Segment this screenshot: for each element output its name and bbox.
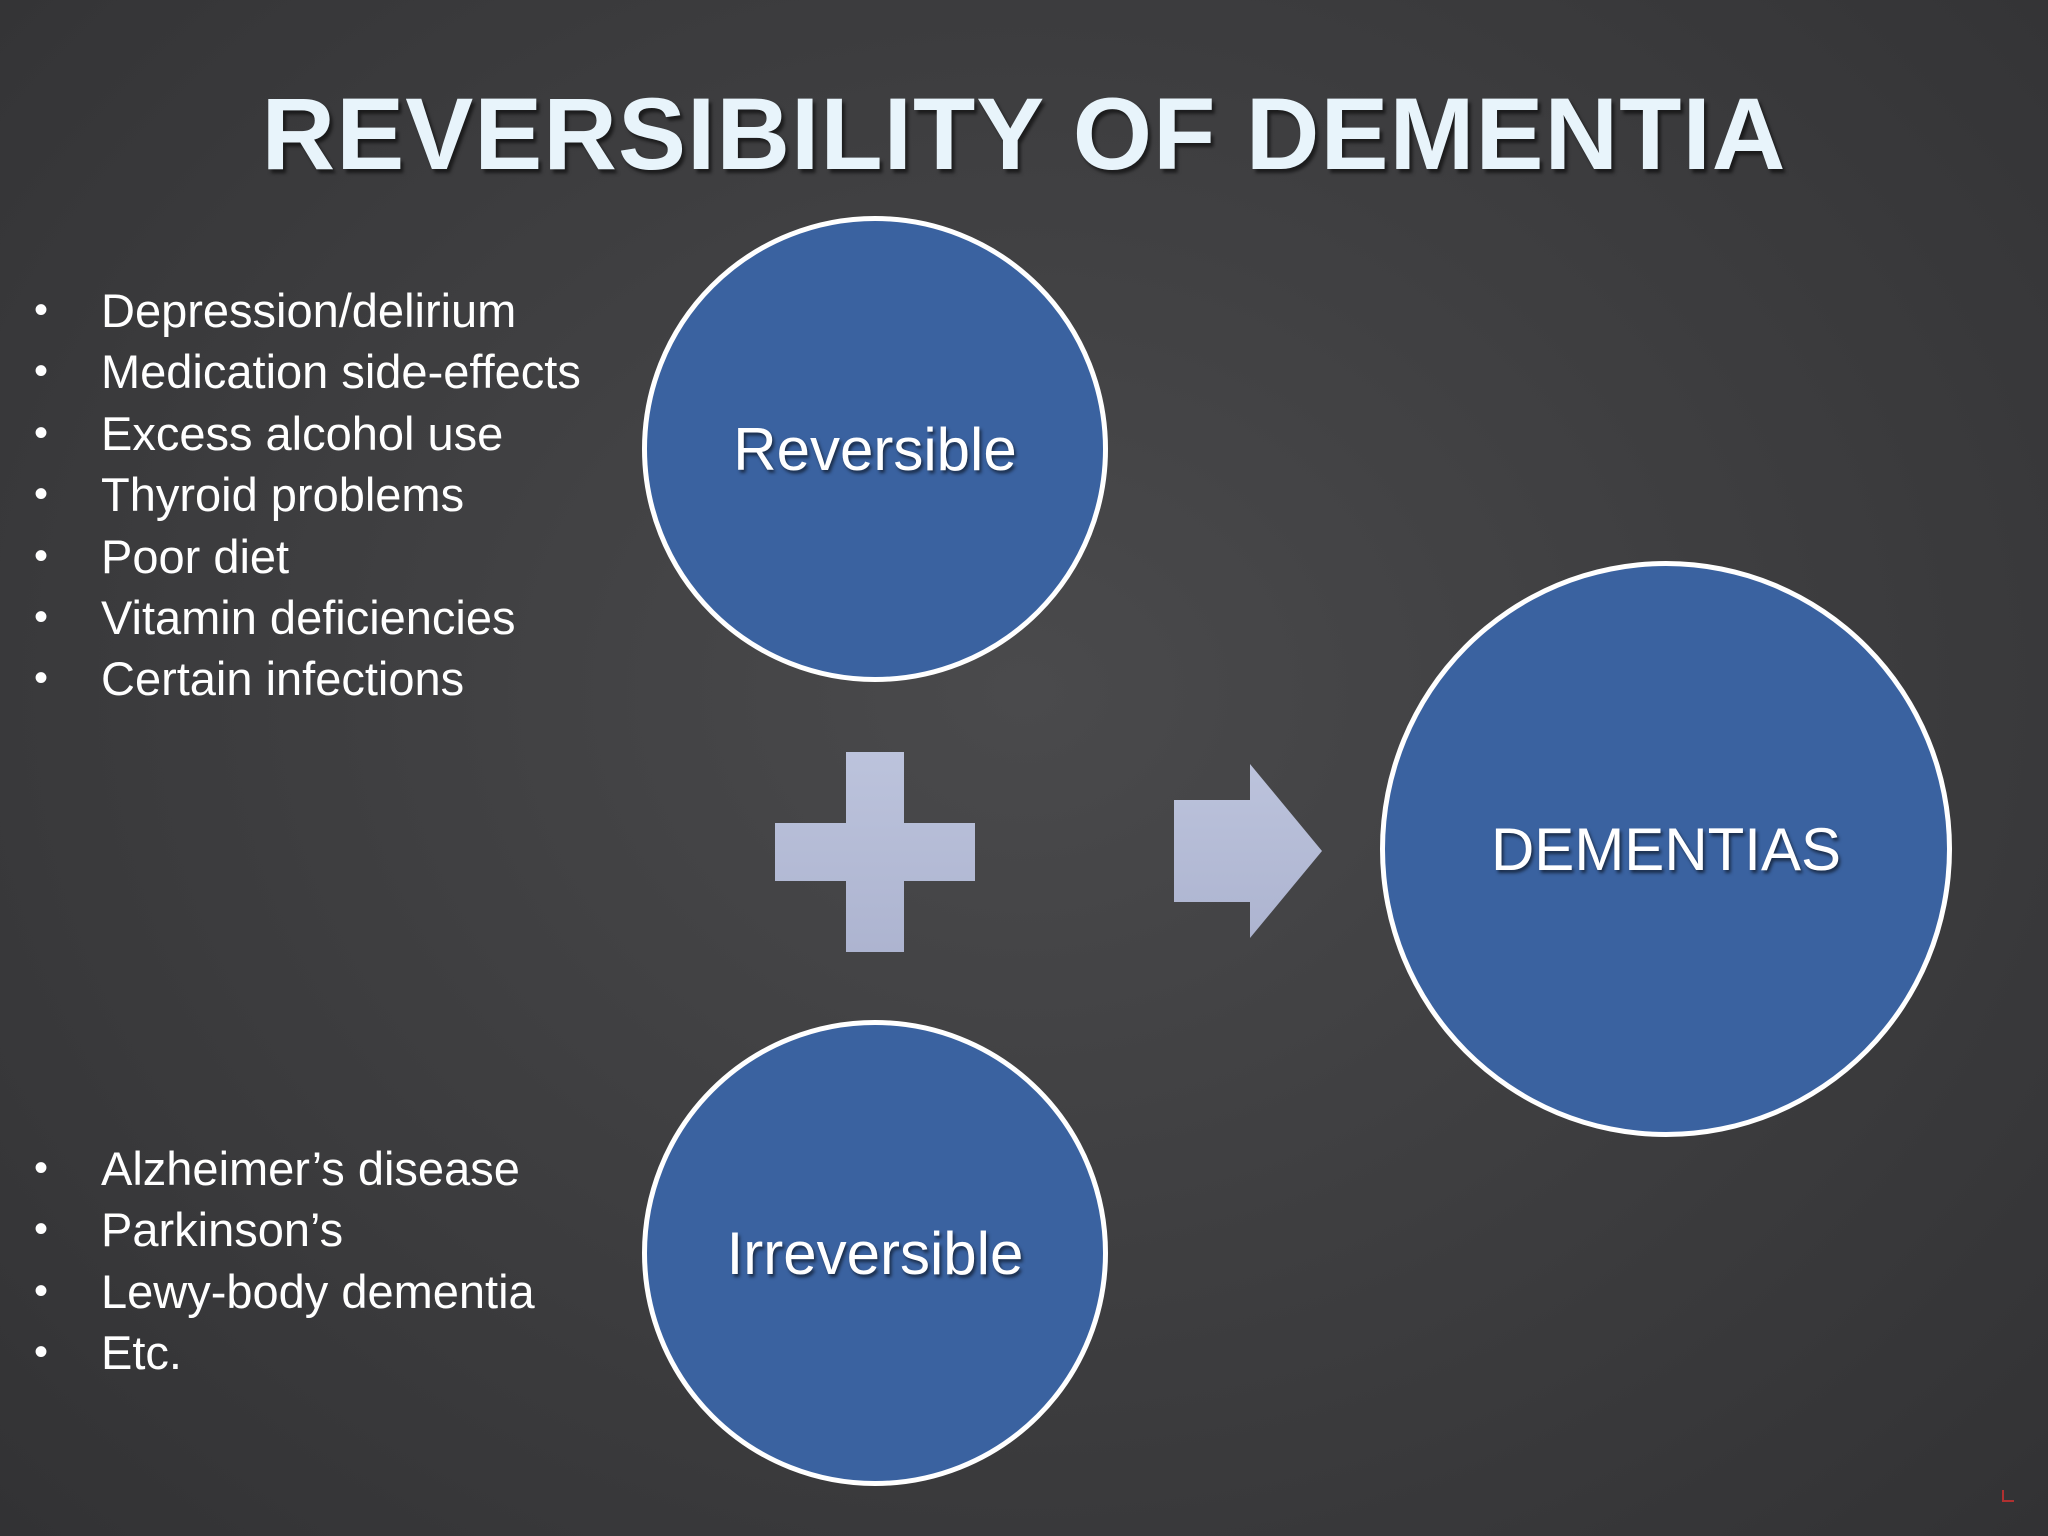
dementias-node-label: DEMENTIAS [1490,815,1842,883]
bullet-icon: • [34,288,49,332]
list-item: • Vitamin deficiencies [0,587,601,648]
bullet-icon: • [34,472,49,517]
bullet-icon: • [34,349,49,394]
list-item-label: Excess alcohol use [101,406,504,460]
irreversible-causes-list: • Alzheimer’s disease • Parkinson’s • Lewy-… [0,1138,620,1384]
reversible-node-label: Reversible [733,415,1017,483]
list-item-label: Certain infections [101,652,465,706]
list-item: • Lewy-body dementia [0,1261,621,1322]
list-item: • Alzheimer’s disease [0,1138,621,1199]
list-item-label: Depression/delirium [101,284,517,337]
irreversible-node-label: Irreversible [726,1219,1024,1287]
bullet-icon: • [34,1330,49,1375]
list-item: • Parkinson’s [0,1199,621,1260]
plus-icon [775,752,975,952]
reversible-causes-list: • Depression/delirium • Medication side-ef… [0,280,620,710]
list-item: • Thyroid problems [0,464,601,525]
list-item: • Etc. [0,1322,621,1383]
list-item: • Excess alcohol use [0,403,601,464]
list-item-label: Medication side-effects [101,345,581,399]
bullet-icon: • [34,1207,49,1252]
arrow-right-icon [1174,764,1322,938]
list-item-label: Poor diet [101,529,290,583]
list-item: • Depression/delirium [0,280,601,341]
corner-mark [2002,1490,2014,1502]
list-item-label: Vitamin deficiencies [101,591,516,645]
irreversible-node: Irreversible [642,1020,1108,1486]
list-item-label: Etc. [101,1326,182,1380]
list-item: • Medication side-effects [0,341,601,402]
bullet-icon: • [34,656,49,701]
bullet-icon: • [34,410,49,455]
list-item-label: Alzheimer’s disease [101,1142,520,1195]
bullet-icon: • [34,533,49,578]
list-item: • Certain infections [0,648,601,709]
dementias-node: DEMENTIAS [1380,561,1952,1137]
bullet-icon: • [34,1146,49,1190]
list-item: • Poor diet [0,526,601,587]
bullet-icon: • [34,595,49,640]
list-item-label: Lewy-body dementia [101,1264,535,1318]
list-item-label: Thyroid problems [101,468,465,522]
list-item-label: Parkinson’s [101,1203,344,1257]
reversible-node: Reversible [642,216,1108,682]
slide-title: REVERSIBILITY OF DEMENTIA [261,77,1787,191]
bullet-icon: • [34,1268,49,1313]
